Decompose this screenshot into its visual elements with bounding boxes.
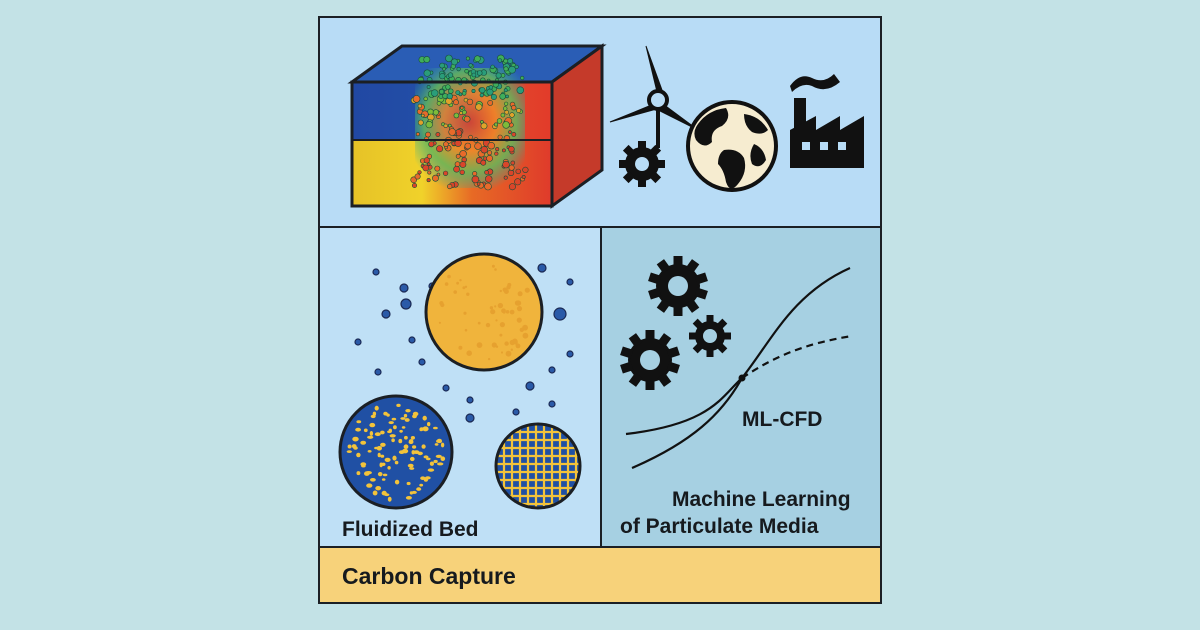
ml-line-1: Machine Learning	[672, 488, 851, 511]
bed-block	[347, 43, 607, 209]
gear-icon	[619, 141, 665, 187]
ml-cfd-label: ML-CFD	[742, 408, 823, 431]
fluidized-bed-art	[338, 252, 582, 510]
globe-icon	[686, 100, 778, 192]
ml-cfd-art	[620, 256, 853, 470]
fluidized-bed-panel: Fluidized Bed	[320, 228, 602, 546]
lower-curve	[631, 377, 743, 470]
mesh-particle	[494, 422, 582, 510]
carbon-capture-label: Carbon Capture	[342, 563, 516, 589]
gear-icon-large	[648, 256, 708, 316]
gear-icon-small	[689, 315, 731, 357]
porous-particle	[338, 394, 454, 510]
large-particle	[424, 252, 544, 372]
wind-turbine-icon	[609, 45, 699, 148]
ml-description: Machine Learning of Particulate Media	[620, 486, 912, 540]
fluidized-bed-label: Fluidized Bed	[342, 518, 479, 541]
ml-cfd-panel: ML-CFD Machine Learning of Particulate M…	[602, 228, 880, 546]
top-panel	[320, 18, 880, 228]
top-panel-art	[347, 43, 864, 209]
ml-line-2: of Particulate Media	[620, 515, 819, 538]
gear-icon-left	[620, 330, 680, 390]
diagram-frame: Fluidized Bed ML-CFD Machine Learning of…	[318, 16, 882, 604]
carbon-capture-banner: Carbon Capture	[320, 546, 880, 602]
factory-icon	[790, 74, 864, 168]
dashed-curve	[741, 334, 853, 379]
